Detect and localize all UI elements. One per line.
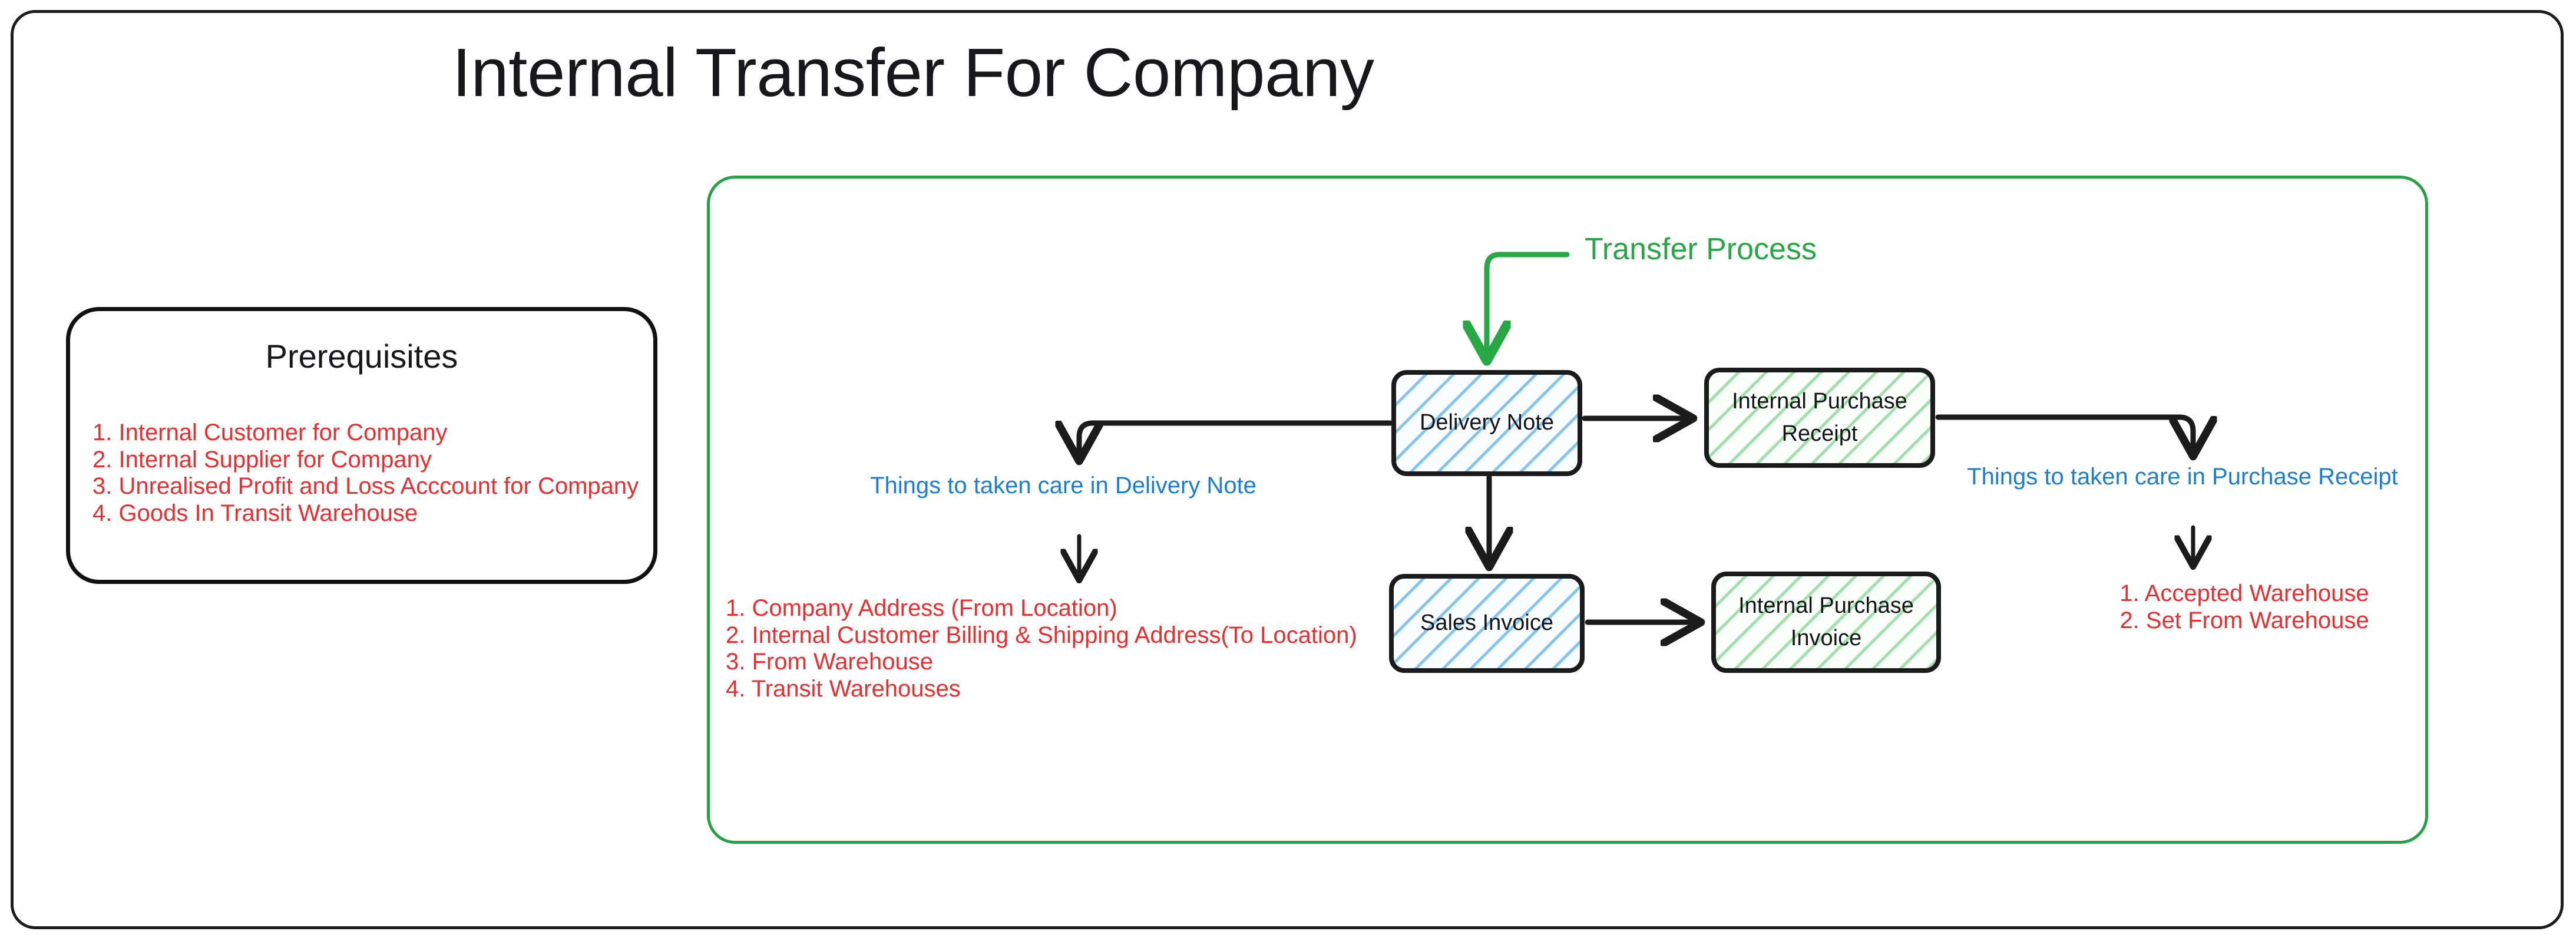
node-sales-invoice-label: Sales Invoice bbox=[1420, 610, 1553, 636]
purchase-receipt-annotation-item: 1. Accepted Warehouse bbox=[2119, 580, 2369, 606]
node-sales-invoice[interactable]: Sales Invoice bbox=[1389, 574, 1585, 673]
node-internal-purchase-invoice-label: Internal Purchase Invoice bbox=[1738, 593, 1914, 651]
node-internal-purchase-invoice[interactable]: Internal Purchase Invoice bbox=[1711, 572, 1941, 673]
prerequisites-panel: Prerequisites 1. Internal Customer for C… bbox=[66, 307, 657, 584]
page-title: Internal Transfer For Company bbox=[452, 34, 1374, 111]
outer-frame bbox=[11, 10, 2564, 929]
delivery-note-annotation-list: 1. Company Address (From Location) 2. In… bbox=[726, 595, 1421, 702]
purchase-receipt-annotation-list: 1. Accepted Warehouse 2. Set From Wareho… bbox=[2079, 580, 2409, 634]
prerequisite-item: 2. Internal Supplier for Company bbox=[92, 446, 432, 473]
delivery-note-annotation-heading: Things to taken care in Delivery Note bbox=[870, 473, 1256, 498]
node-internal-purchase-receipt-label: Internal Purchase Receipt bbox=[1732, 388, 1907, 446]
prerequisites-list: 1. Internal Customer for Company 2. Inte… bbox=[92, 420, 646, 527]
delivery-note-annotation-item: 2. Internal Customer Billing & Shipping … bbox=[726, 622, 1357, 648]
prerequisite-item: 3. Unrealised Profit and Loss Acccount f… bbox=[92, 473, 639, 500]
prerequisites-heading: Prerequisites bbox=[265, 338, 458, 375]
delivery-note-annotation-item: 4. Transit Warehouses bbox=[726, 675, 961, 702]
prerequisite-item: 1. Internal Customer for Company bbox=[92, 420, 448, 445]
purchase-receipt-annotation-item: 2. Set From Warehouse bbox=[2119, 607, 2369, 633]
prerequisite-item: 4. Goods In Transit Warehouse bbox=[92, 500, 418, 526]
delivery-note-annotation-item: 1. Company Address (From Location) bbox=[726, 595, 1117, 621]
node-delivery-note[interactable]: Delivery Note bbox=[1391, 370, 1582, 476]
transfer-process-container bbox=[707, 176, 2428, 844]
transfer-process-label: Transfer Process bbox=[1585, 232, 1817, 266]
purchase-receipt-annotation-heading: Things to taken care in Purchase Receipt bbox=[1967, 464, 2398, 490]
node-delivery-note-label: Delivery Note bbox=[1419, 410, 1555, 435]
delivery-note-annotation-item: 3. From Warehouse bbox=[726, 649, 933, 675]
node-internal-purchase-receipt[interactable]: Internal Purchase Receipt bbox=[1704, 368, 1935, 468]
